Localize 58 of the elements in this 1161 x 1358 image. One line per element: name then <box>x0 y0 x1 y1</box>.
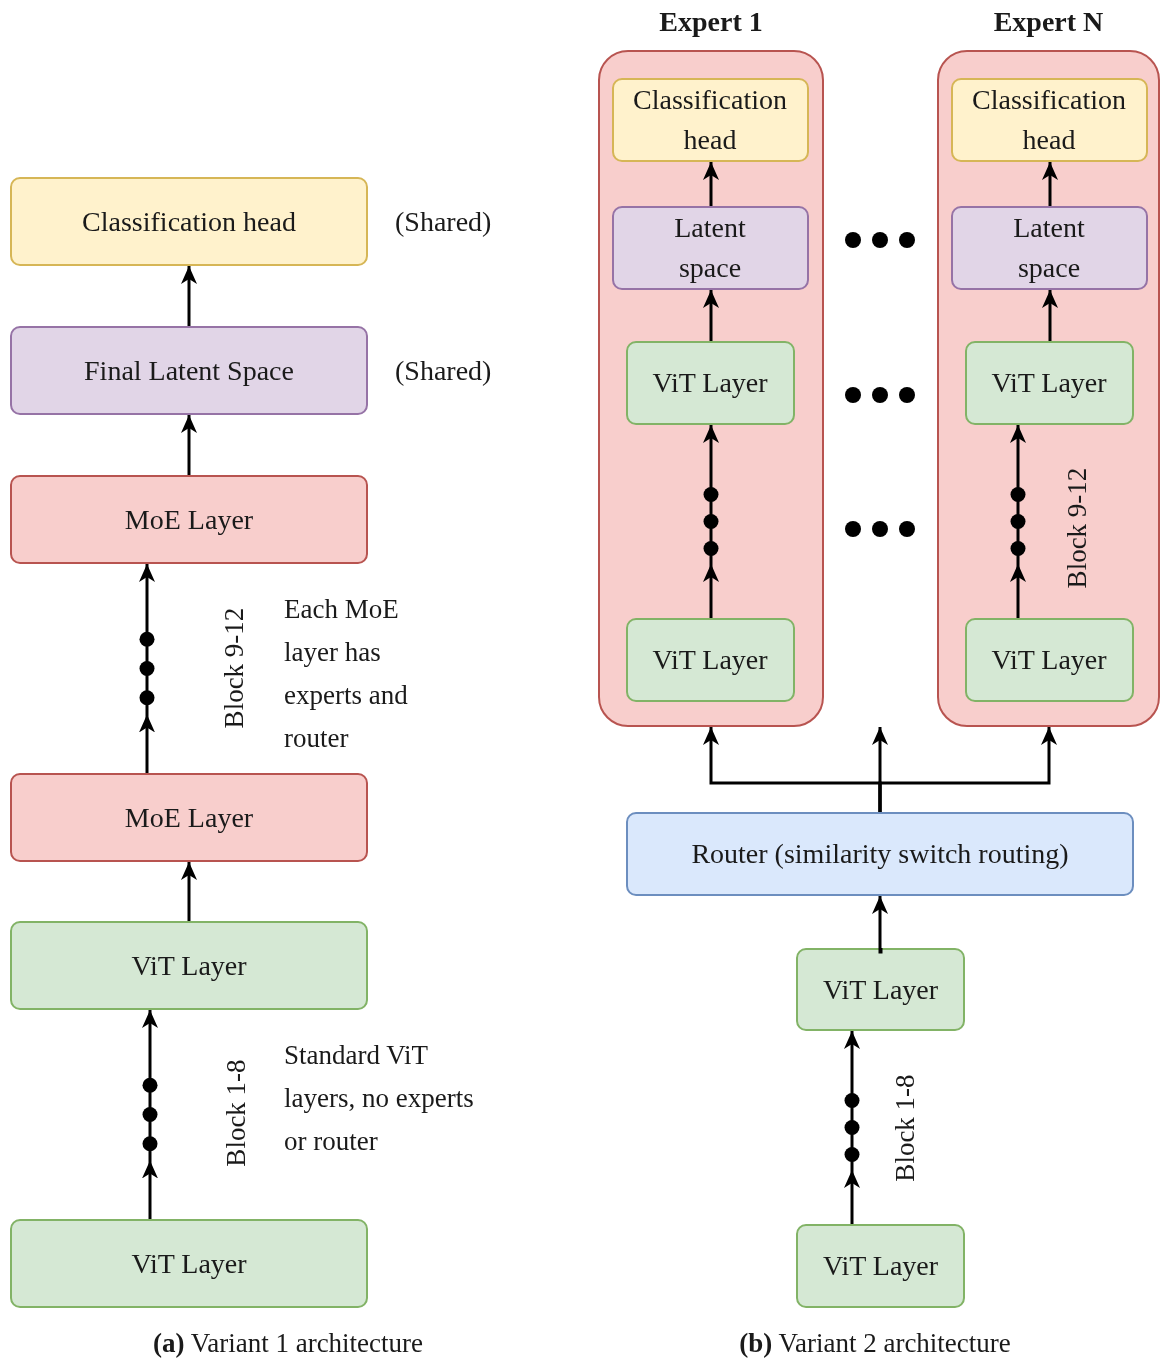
arrow <box>1010 425 1026 618</box>
vit-layer-box <box>10 1219 368 1308</box>
box-label: ViT Layer <box>822 1249 939 1283</box>
block-range-label: Block 1-8 <box>220 1059 252 1167</box>
box-label: Classification head <box>82 204 296 239</box>
vit-layer-box <box>625 617 795 702</box>
arrow <box>703 162 719 206</box>
arrow <box>181 862 197 921</box>
box-label: Router (similarity switch routing) <box>691 837 1069 871</box>
classification-head-box <box>950 77 1148 162</box>
arrow <box>878 727 1057 812</box>
box-label: Final Latent Space <box>84 353 294 388</box>
box-label: ViT Layer <box>652 365 768 400</box>
note-text: Standard ViT layers, no experts or router <box>284 1039 474 1158</box>
box-label: ViT Layer <box>991 642 1107 677</box>
block-range-label: Block 1-8 <box>889 1074 921 1182</box>
router-box <box>626 812 1134 896</box>
box-label: ViT Layer <box>131 1246 247 1281</box>
box-label: ViT Layer <box>652 642 768 677</box>
box-label: Classification head <box>971 82 1127 157</box>
expert-heading: Expert N <box>992 6 1105 38</box>
vit-layer-box <box>10 921 368 1010</box>
moe-layer-box <box>10 773 368 862</box>
caption: (b) Variant 2 architecture <box>739 1327 1011 1358</box>
expert-heading: Expert 1 <box>658 6 764 38</box>
arrow <box>844 1031 860 1224</box>
arrow <box>1042 290 1058 341</box>
box-label: ViT Layer <box>991 365 1107 400</box>
vit-layer-box <box>964 340 1134 425</box>
shared-note: (Shared) <box>395 354 492 387</box>
vit-layer-box <box>796 948 965 1031</box>
arrow <box>142 1010 158 1219</box>
box-label: MoE Layer <box>124 800 254 835</box>
box-label: MoE Layer <box>124 502 254 537</box>
block-range-label: Block 9-12 <box>218 607 250 729</box>
arrow <box>181 266 197 326</box>
box-label: ViT Layer <box>131 948 247 983</box>
arrow <box>872 896 888 954</box>
latent-space-box <box>950 205 1148 290</box>
box-label: Classification head <box>632 82 788 157</box>
block-range-label: Block 9-12 <box>1061 467 1093 589</box>
note-text: Each MoE layer has experts and router <box>284 593 409 755</box>
box-label: Latent space <box>673 210 747 285</box>
arrow <box>703 425 719 618</box>
caption: (a) Variant 1 architecture <box>152 1327 424 1358</box>
arrow <box>181 415 197 475</box>
vit-layer-box <box>625 340 795 425</box>
vit-layer-box <box>964 617 1134 702</box>
latent-space-box <box>611 205 809 290</box>
arrow <box>1042 162 1058 206</box>
arrow <box>703 290 719 341</box>
vit-layer-box <box>796 1224 965 1308</box>
box-label: ViT Layer <box>822 972 939 1007</box>
arrow <box>139 564 155 773</box>
shared-note: (Shared) <box>395 205 492 238</box>
classification-head-box <box>611 77 809 162</box>
moe-layer-box <box>10 475 368 564</box>
box-label: Latent space <box>1012 210 1086 285</box>
